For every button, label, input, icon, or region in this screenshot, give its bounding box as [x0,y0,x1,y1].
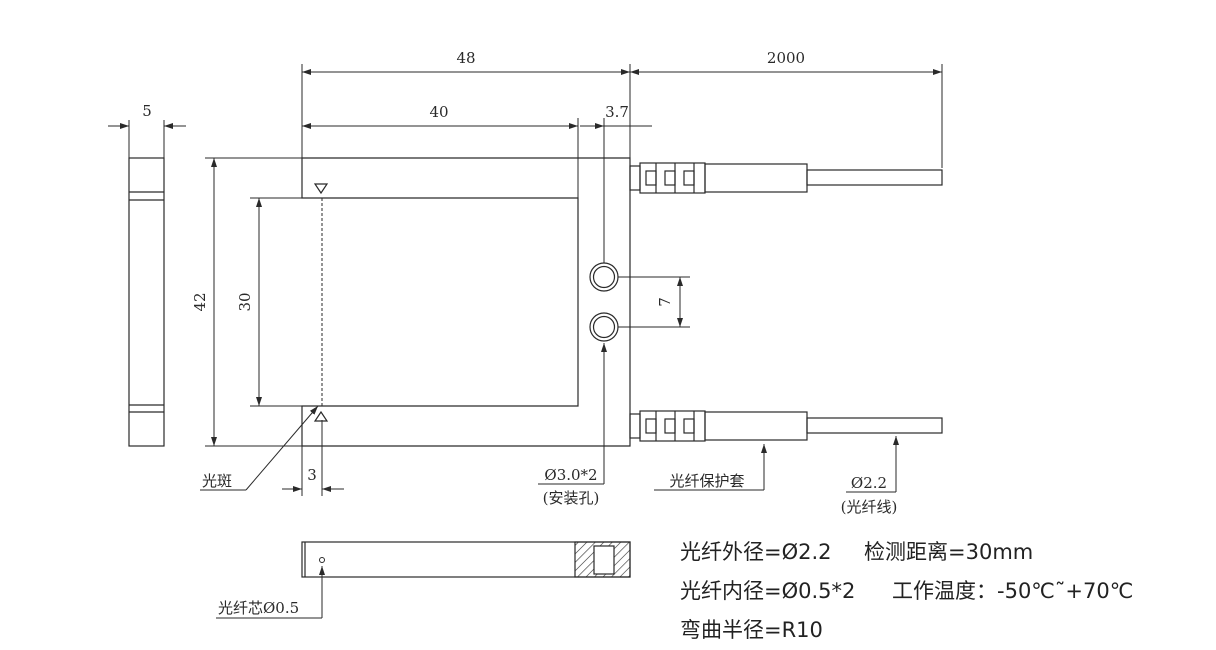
callout-fiber-note: (光纤线) [841,498,898,516]
dim-hole-offset: 3.7 [605,103,629,121]
mount-hole-top [589,262,619,292]
dim-height: 42 [191,157,302,447]
callout-hole-text: Ø3.0*2 [544,466,597,484]
dim-height-text: 42 [191,292,209,311]
spec-block: 光纤外径=Ø2.2 检测距离=30mm 光纤内径=Ø0.5*2 工作温度：-50… [680,540,1133,642]
callout-sleeve: 光纤保护套 [654,444,767,491]
dim-cable-length: 2000 [767,49,805,67]
dim-hole-pitch: 7 [618,276,690,328]
dim-detect-span: 30 [236,197,302,407]
fiber-top [629,162,943,194]
sensor-body [301,157,631,447]
spec-fiber-inner-diameter: 光纤内径=Ø0.5*2 [680,579,855,603]
callout-fiber-text: Ø2.2 [851,474,887,492]
dim-top-row: 48 2000 [301,49,943,168]
dim-thickness: 5 [142,102,152,120]
spec-bend-radius: 弯曲半径=R10 [680,618,823,642]
spec-working-temperature: 工作温度：-50℃˜+70℃ [892,579,1133,603]
dim-spot-offset: 3 [282,420,344,496]
mount-hole-bottom [589,312,619,342]
spot-triangle-bottom [313,410,329,422]
fiber-bottom [629,410,943,442]
side-view: 5 [108,102,186,447]
callout-hole-note: (安装孔) [543,489,600,507]
spec-fiber-outer-diameter: 光纤外径=Ø2.2 [680,540,832,564]
callout-holes: Ø3.0*2 (安装孔) [538,343,607,507]
dim-spot-offset-text: 3 [307,466,317,484]
callout-fiber: Ø2.2 (光纤线) [841,436,899,516]
callout-spot-text: 光斑 [202,472,232,490]
dim-second-row: 40 3.7 [302,103,652,263]
callout-core-text: 光纤芯Ø0.5 [218,599,299,617]
dim-overall-length: 48 [456,49,475,67]
bottom-view: 光纤芯Ø0.5 [216,541,631,619]
callout-spot: 光斑 [200,405,319,491]
dim-hole-pitch-text: 7 [656,297,674,307]
spec-detection-distance: 检测距离=30mm [864,540,1033,564]
callout-sleeve-text: 光纤保护套 [669,472,744,490]
spot-triangle-top [313,183,329,195]
dim-inner-length: 40 [429,103,448,121]
dim-detect-span-text: 30 [236,292,254,311]
